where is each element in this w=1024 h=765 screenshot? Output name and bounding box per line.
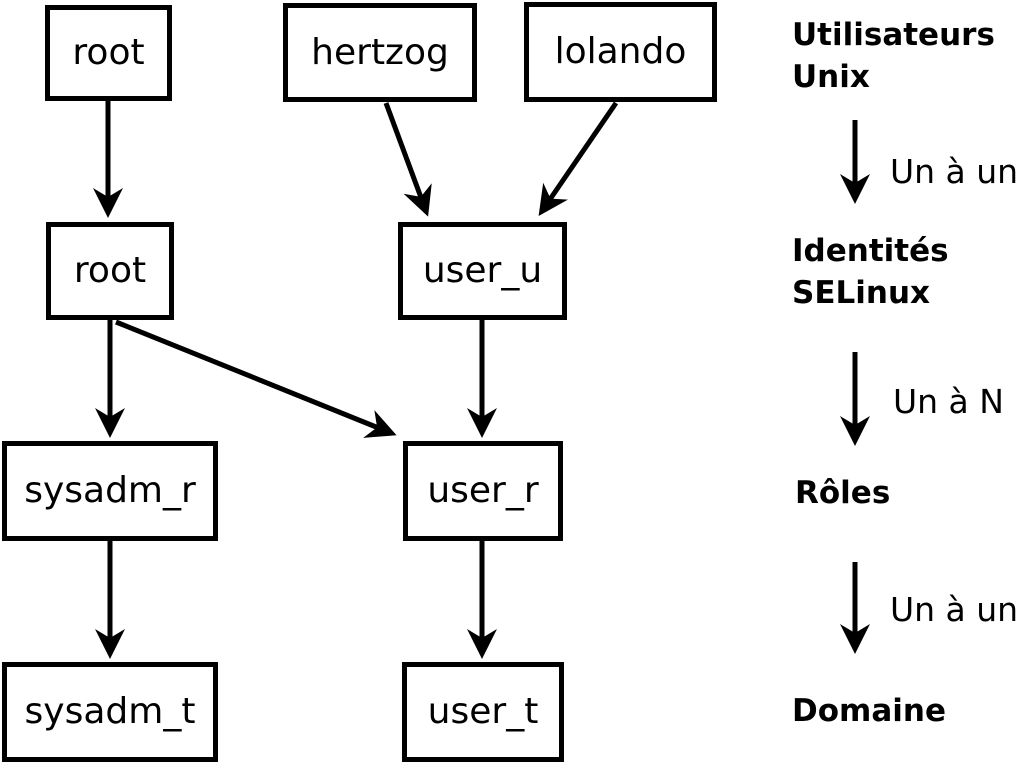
arrow-hertzog-to-user-u (383, 102, 432, 217)
legend-unix-users-line2: Unix (792, 59, 870, 95)
node-user-t: user_t (402, 662, 564, 762)
node-sysadm-t: sysadm_t (2, 662, 218, 762)
legend-roles: Rôles (795, 475, 891, 511)
legend-selinux-identities-line1: Identités (792, 233, 949, 269)
node-hertzog: hertzog (283, 3, 477, 102)
legend-selinux-identities-line2: SELinux (792, 275, 931, 311)
node-user-r-label: user_r (427, 470, 539, 511)
legend-mapping-one-to-one-1: Un à un (890, 152, 1019, 191)
node-root-selinux-label: root (73, 250, 147, 291)
legend-mapping-one-to-n: Un à N (893, 382, 1004, 421)
node-lolando-label: lolando (554, 31, 687, 72)
node-root-unix-label: root (72, 32, 145, 73)
legend-domain: Domaine (792, 693, 946, 729)
node-root-unix: root (45, 5, 172, 101)
node-sysadm-r: sysadm_r (2, 441, 218, 541)
legend-unix-users-line1: Utilisateurs (792, 17, 995, 53)
node-root-selinux: root (46, 222, 174, 320)
node-hertzog-label: hertzog (311, 31, 449, 73)
node-user-u-label: user_u (422, 250, 543, 291)
node-sysadm-r-label: sysadm_r (24, 470, 196, 511)
node-sysadm-t-label: sysadm_t (24, 691, 196, 732)
arrow-lolando-to-user-u (538, 101, 619, 216)
node-user-t-label: user_t (427, 691, 539, 732)
node-user-u: user_u (398, 222, 567, 320)
node-user-r: user_r (403, 441, 563, 541)
legend-selinux-identities: Identités SELinux (792, 230, 949, 314)
arrow-root-selinux-to-user-r (115, 319, 397, 438)
node-lolando: lolando (524, 2, 717, 102)
legend-mapping-one-to-one-2: Un à un (890, 590, 1019, 629)
legend-unix-users: Utilisateurs Unix (792, 14, 995, 98)
